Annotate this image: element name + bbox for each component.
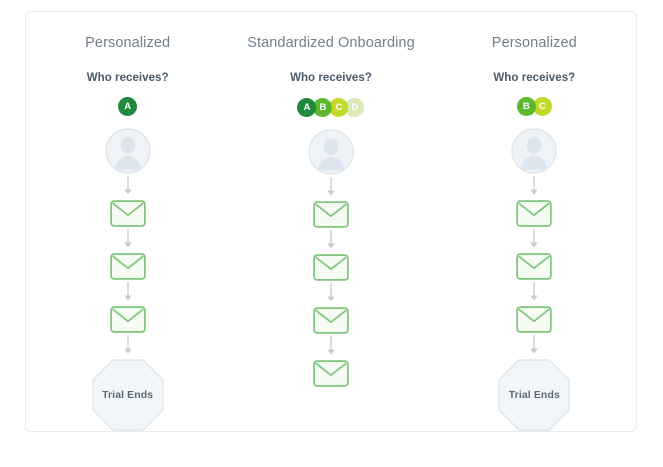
envelope-icon[interactable]: [313, 254, 349, 281]
envelope-icon[interactable]: [109, 306, 146, 333]
column-title: Personalized: [85, 35, 171, 51]
arrow-down-icon: [121, 227, 135, 253]
person-avatar-icon: [511, 128, 558, 174]
audience-badge-b[interactable]: B: [516, 97, 536, 116]
audience-badge-a[interactable]: A: [118, 97, 138, 116]
envelope-icon[interactable]: [516, 200, 553, 227]
who-receives-label: Who receives?: [493, 71, 576, 84]
arrow-down-icon: [324, 281, 338, 307]
arrow-down-icon: [324, 334, 338, 360]
arrow-down-icon: [121, 280, 135, 306]
who-receives-label: Who receives?: [86, 71, 169, 84]
audience-badge-c[interactable]: C: [329, 97, 349, 117]
audience-badge-c[interactable]: C: [532, 97, 552, 116]
arrow-down-icon: [324, 228, 338, 254]
envelope-icon[interactable]: [313, 201, 349, 228]
person-avatar-icon: [308, 129, 354, 175]
arrow-down-icon: [527, 227, 541, 253]
person-avatar-icon: [104, 128, 151, 174]
audience-badge-a[interactable]: A: [297, 97, 317, 117]
envelope-icon[interactable]: [109, 200, 146, 227]
column-title: Standardized Onboarding: [247, 35, 415, 51]
trial-ends-node[interactable]: Trial Ends: [498, 359, 571, 431]
arrow-down-icon: [527, 280, 541, 306]
trial-ends-node[interactable]: Trial Ends: [91, 359, 164, 431]
arrow-down-icon: [121, 174, 135, 200]
who-receives-label: Who receives?: [290, 71, 372, 84]
audience-badge-b[interactable]: B: [313, 97, 333, 117]
arrow-down-icon: [121, 333, 135, 359]
envelope-icon[interactable]: [516, 306, 553, 333]
arrow-down-icon: [324, 175, 338, 201]
arrow-down-icon: [527, 333, 541, 359]
arrow-down-icon: [527, 174, 541, 200]
envelope-icon[interactable]: [313, 360, 349, 387]
column-title: Personalized: [491, 35, 577, 51]
envelope-icon[interactable]: [109, 253, 146, 280]
envelope-icon[interactable]: [516, 253, 553, 280]
audience-badge-group: A: [118, 97, 138, 116]
envelope-icon[interactable]: [313, 307, 349, 334]
audience-badge-d[interactable]: D: [345, 97, 365, 117]
